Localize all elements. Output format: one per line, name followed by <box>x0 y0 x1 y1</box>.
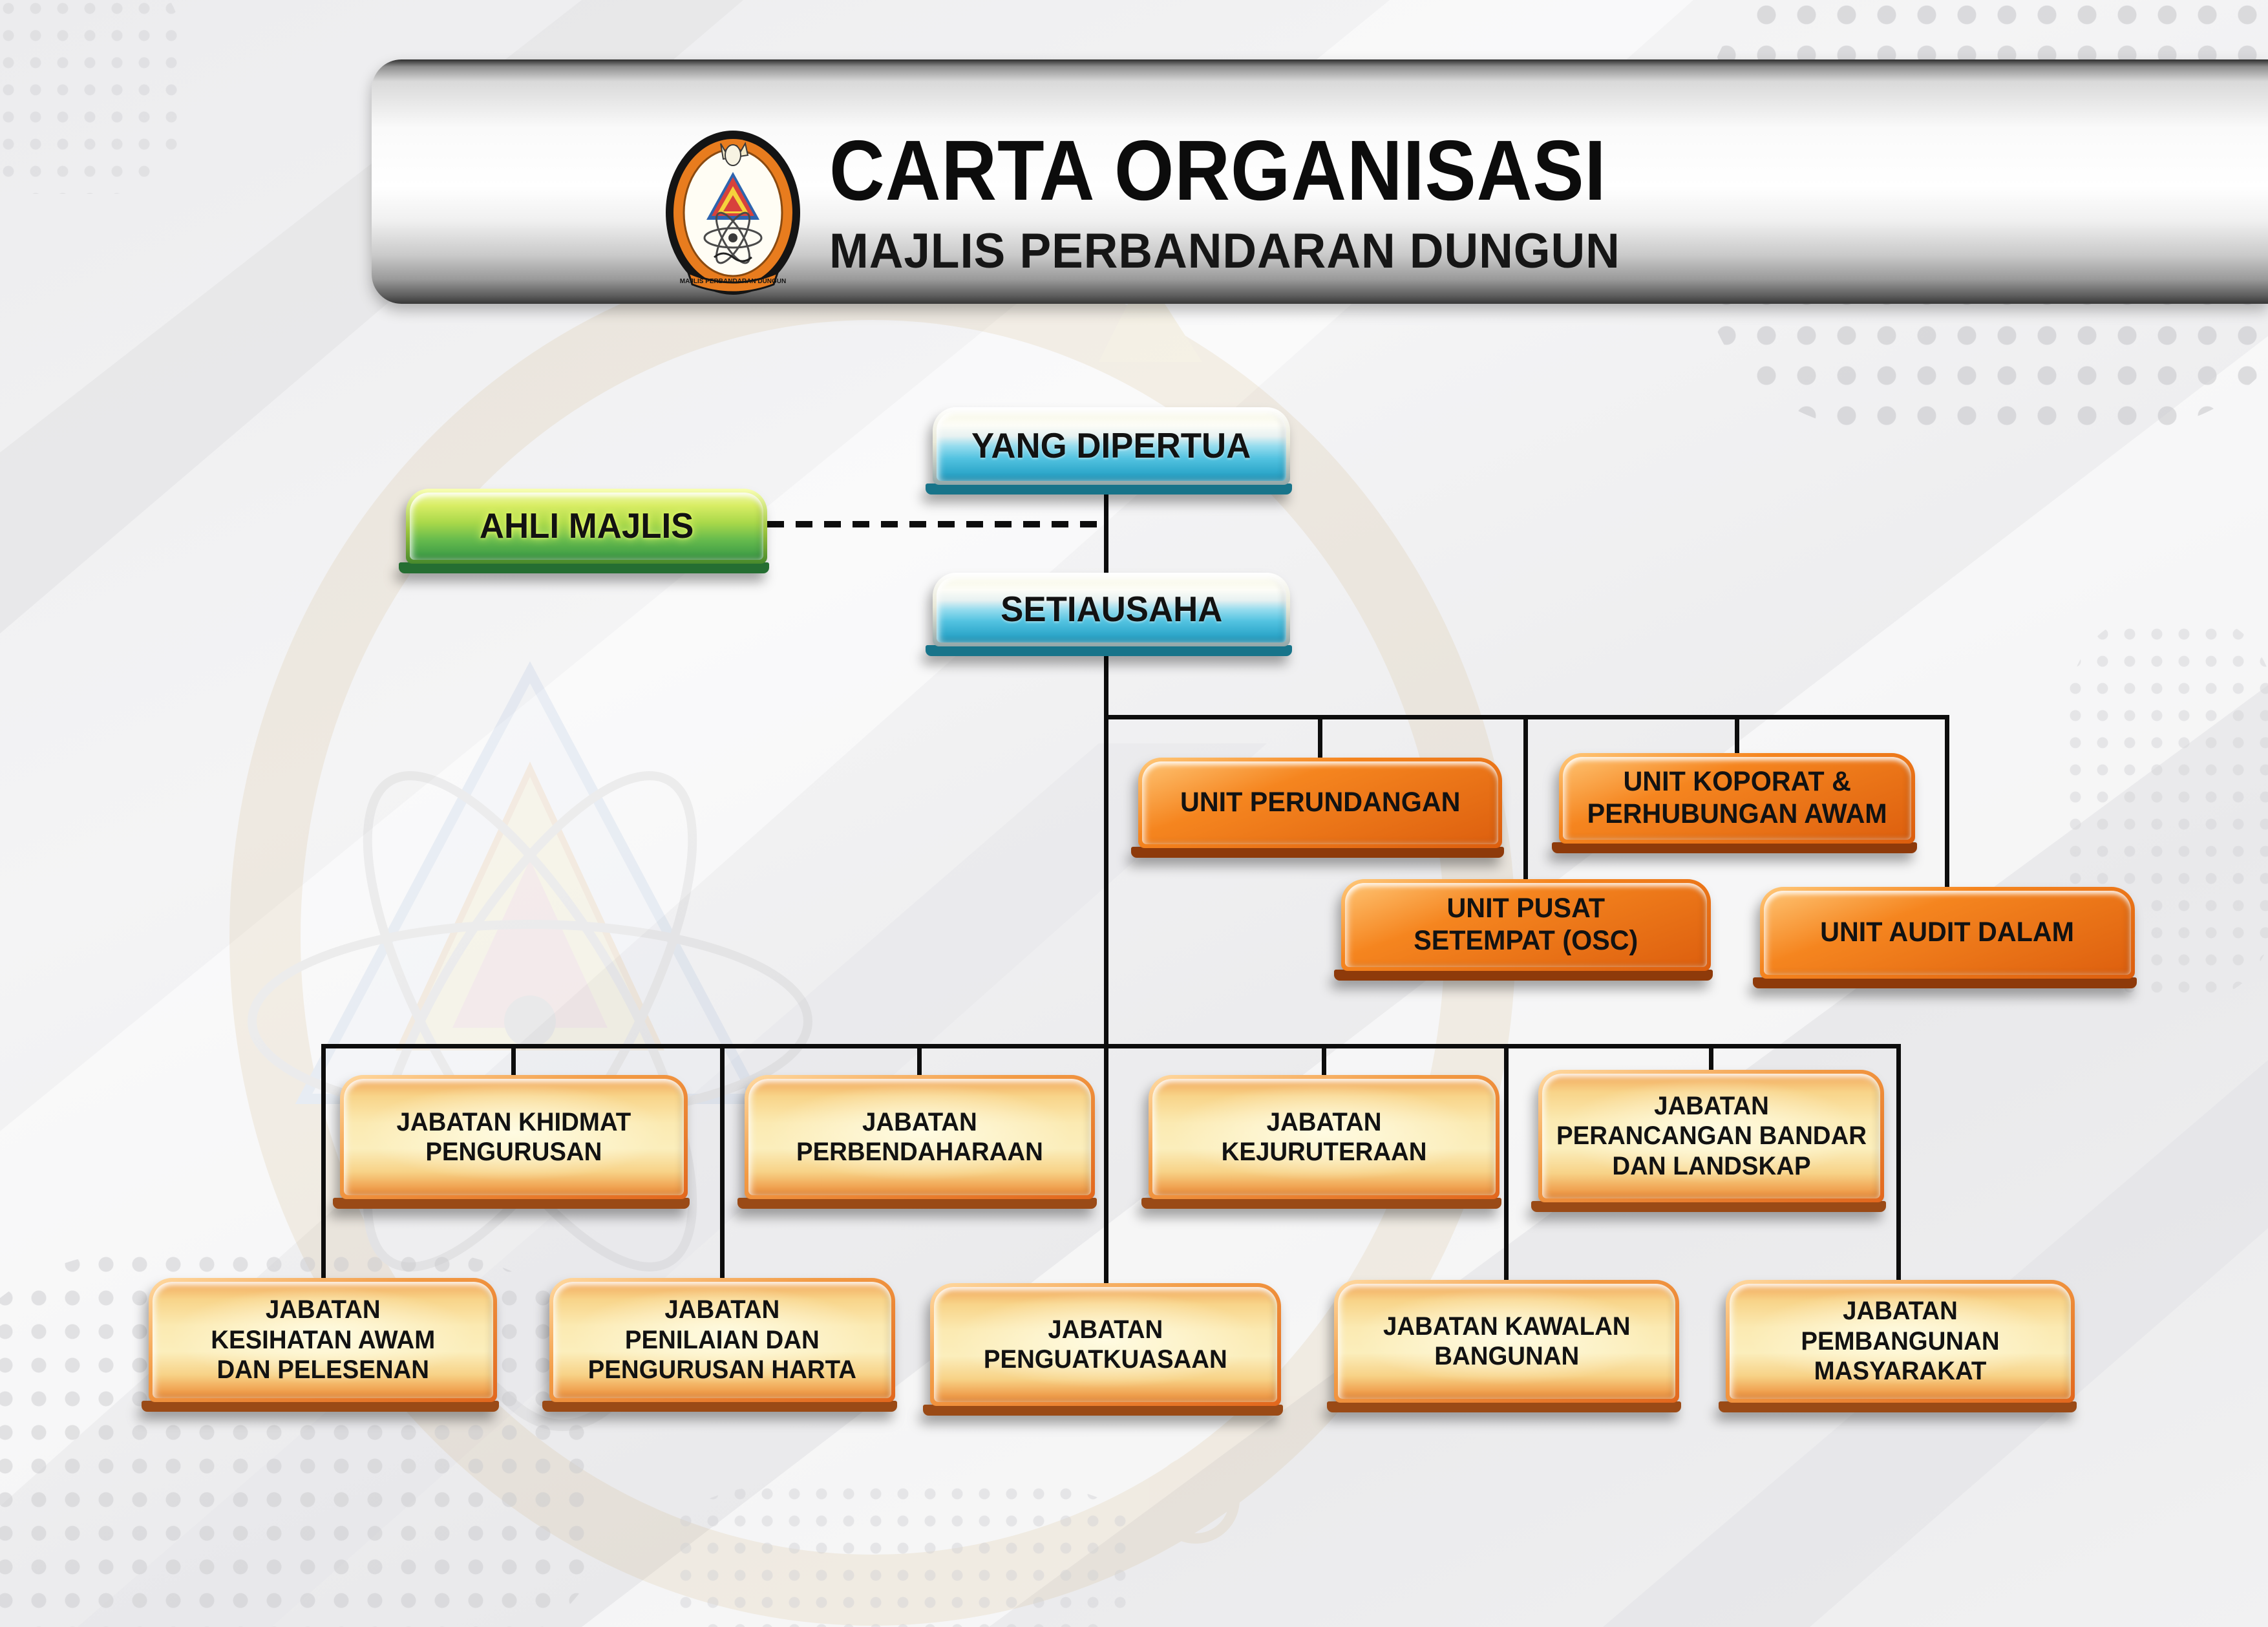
node-label: JABATAN PERBENDAHARAAN <box>796 1107 1043 1166</box>
connector-spine <box>1104 644 1108 1048</box>
node-jabatan-kawalan-bangunan: JABATAN KAWALAN BANGUNAN <box>1327 1280 1681 1412</box>
header-band: MAJLIS PERBANDARAN DUNGUN CARTA ORGANISA… <box>372 59 2268 304</box>
node-label: JABATAN PENGUATKUASAAN <box>984 1315 1227 1374</box>
node-label: UNIT PUSAT SETEMPAT (OSC) <box>1414 893 1638 956</box>
node-jabatan-kejuruteraan: JABATAN KEJURUTERAAN <box>1141 1075 1501 1209</box>
node-ahli-majlis: AHLI MAJLIS <box>399 489 769 573</box>
node-label: JABATAN PEMBANGUNAN MASYARAKAT <box>1801 1297 2000 1386</box>
node-jabatan-pembangunan-masyarakat: JABATAN PEMBANGUNAN MASYARAKAT <box>1719 1280 2077 1412</box>
node-label: YANG DIPERTUA <box>971 425 1251 466</box>
connector-drop-kejuruteraan <box>1322 1044 1326 1078</box>
node-jabatan-penilaian-harta: JABATAN PENILAIAN DAN PENGURUSAN HARTA <box>542 1278 897 1412</box>
node-label: UNIT AUDIT DALAM <box>1820 917 2075 948</box>
connector-drop-khidmat <box>511 1044 516 1078</box>
node-yang-dipertua: YANG DIPERTUA <box>926 407 1292 494</box>
node-jabatan-penguatkuasaan: JABATAN PENGUATKUASAAN <box>923 1283 1283 1416</box>
connector-drop-perancangan <box>1709 1044 1713 1072</box>
node-label: JABATAN KESIHATAN AWAM DAN PELESENAN <box>210 1295 436 1385</box>
connector-drop-penilaian <box>720 1044 725 1281</box>
node-unit-koporat: UNIT KOPORAT & PERHUBUNGAN AWAM <box>1552 753 1917 853</box>
connector-yd-setiausaha <box>1104 480 1108 575</box>
connector-drop-unit-audit <box>1945 715 1949 889</box>
mpd-logo: MAJLIS PERBANDARAN DUNGUN <box>664 129 802 296</box>
connector-ahli-majlis-dashed <box>767 521 1107 527</box>
node-jabatan-perbendaharaan: JABATAN PERBENDAHARAAN <box>737 1075 1097 1209</box>
page-subtitle: MAJLIS PERBANDARAN DUNGUN <box>829 224 1620 279</box>
connector-drop-unit-perundangan <box>1318 715 1322 760</box>
node-label: JABATAN KHIDMAT PENGURUSAN <box>396 1107 631 1166</box>
node-label: UNIT PERUNDANGAN <box>1180 787 1461 818</box>
halftone-dots-top-left <box>0 0 181 194</box>
page-title: CARTA ORGANISASI <box>829 123 1607 218</box>
connector-drop-unit-pusat <box>1523 715 1528 882</box>
halftone-dots-bottom-center <box>672 1480 1138 1627</box>
node-label: AHLI MAJLIS <box>479 505 694 546</box>
connector-drop-kesihatan <box>321 1044 326 1281</box>
logo-banner-text: MAJLIS PERBANDARAN DUNGUN <box>680 278 786 285</box>
node-unit-audit-dalam: UNIT AUDIT DALAM <box>1753 887 2137 988</box>
node-label: JABATAN PENILAIAN DAN PENGURUSAN HARTA <box>588 1295 857 1385</box>
connector-dept-bar <box>321 1044 1901 1048</box>
node-jabatan-khidmat-pengurusan: JABATAN KHIDMAT PENGURUSAN <box>333 1075 690 1209</box>
connector-drop-pembangunan <box>1896 1044 1901 1282</box>
node-unit-pusat-setempat: UNIT PUSAT SETEMPAT (OSC) <box>1334 879 1713 981</box>
connector-drop-perbendaharaan <box>917 1044 922 1078</box>
connector-drop-penguatkuasaan <box>1104 1044 1108 1286</box>
node-label: SETIAUSAHA <box>1000 589 1223 630</box>
connector-drop-unit-koporat <box>1735 715 1739 756</box>
node-setiausaha: SETIAUSAHA <box>926 573 1292 656</box>
node-label: JABATAN KEJURUTERAAN <box>1221 1107 1427 1166</box>
connector-drop-kawalan <box>1504 1044 1509 1282</box>
node-label: UNIT KOPORAT & PERHUBUNGAN AWAM <box>1587 766 1887 829</box>
mpd-crest-icon: MAJLIS PERBANDARAN DUNGUN <box>666 131 800 295</box>
node-label: JABATAN PERANCANGAN BANDAR DAN LANDSKAP <box>1556 1091 1867 1180</box>
node-unit-perundangan: UNIT PERUNDANGAN <box>1131 758 1504 858</box>
node-jabatan-kesihatan-awam: JABATAN KESIHATAN AWAM DAN PELESENAN <box>142 1278 499 1412</box>
node-jabatan-perancangan-bandar: JABATAN PERANCANGAN BANDAR DAN LANDSKAP <box>1531 1070 1886 1212</box>
node-label: JABATAN KAWALAN BANGUNAN <box>1383 1312 1631 1370</box>
